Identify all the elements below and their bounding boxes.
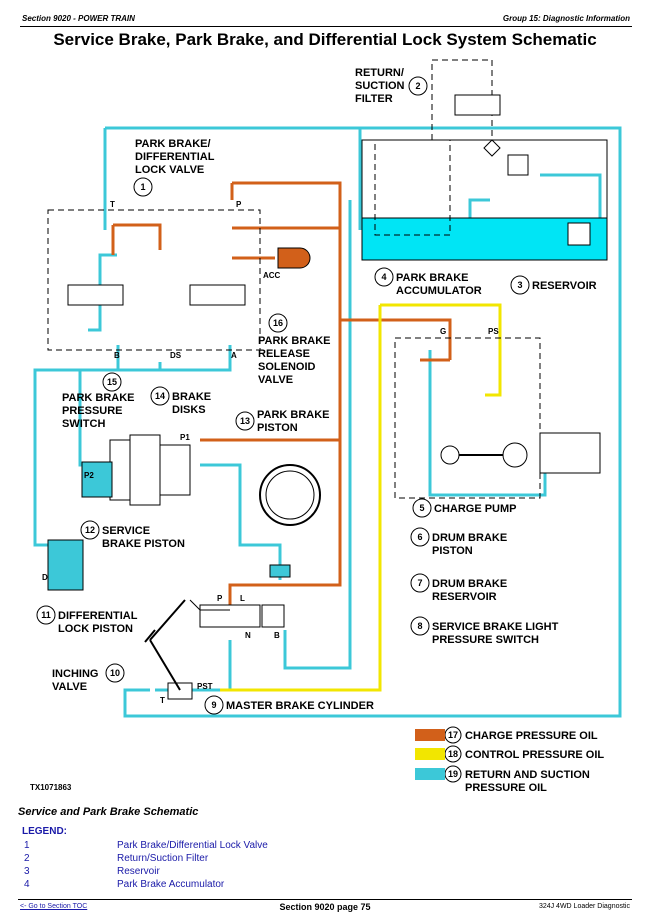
legend-num: 3 — [24, 866, 30, 877]
oil-18-label: CONTROL PRESSURE OIL — [465, 749, 604, 761]
callout-5-label: CHARGE PUMP — [434, 503, 517, 515]
port-ds: DS — [170, 351, 182, 360]
port-t: T — [110, 200, 115, 209]
footer-divider — [18, 899, 632, 900]
pump-symbol — [440, 445, 460, 465]
oil-17-num: 17 — [448, 730, 458, 740]
callout-3-num: 3 — [517, 280, 522, 290]
drum-piston-line — [200, 463, 282, 580]
callout-9-label: MASTER BRAKE CYLINDER — [226, 700, 374, 712]
port-acc: ACC — [263, 271, 281, 280]
port-inch-t: T — [160, 696, 165, 705]
legend-text: Return/Suction Filter — [117, 853, 209, 864]
legend-num: 2 — [24, 853, 30, 864]
callout-8-num: 8 — [417, 621, 422, 631]
return-line-outer — [105, 126, 622, 718]
legend-text: Park Brake/Differential Lock Valve — [117, 840, 268, 851]
port-d: D — [42, 573, 48, 582]
legend-num: 4 — [24, 879, 30, 890]
figure-id: TX1071863 — [30, 783, 72, 792]
oil-swatch-control — [415, 748, 445, 760]
control-line — [380, 303, 502, 397]
legend-row: 3 Reservoir — [22, 866, 622, 879]
port-p: P — [236, 200, 242, 209]
port-mc-n: N — [245, 631, 251, 640]
callout-16-num: 16 — [273, 318, 283, 328]
callout-10-num: 10 — [110, 668, 120, 678]
hydraulic-schematic: 1 2 3 4 5 6 7 8 9 10 11 12 13 14 15 16 1… — [30, 59, 622, 794]
port-inch-pst: PST — [197, 682, 213, 691]
callout-3-label: RESERVOIR — [532, 280, 597, 292]
port-mc-b: B — [274, 631, 280, 640]
header-section: Section 9020 - POWER TRAIN — [22, 14, 135, 23]
drum-brake-symbol — [259, 464, 321, 526]
filter-symbol — [483, 139, 501, 157]
return-line-cooler — [540, 173, 602, 230]
footer-page: Section 9020 page 75 — [279, 902, 371, 912]
oil-swatch-charge — [415, 729, 445, 741]
callout-13-num: 13 — [240, 416, 250, 426]
callout-9-num: 9 — [211, 700, 216, 710]
callout-6-num: 6 — [417, 532, 422, 542]
callout-2-num: 2 — [415, 81, 420, 91]
section-toc-link[interactable]: <- Go to Section TOC — [20, 903, 88, 910]
port-a: A — [231, 351, 237, 360]
callout-7-num: 7 — [417, 578, 422, 588]
port-ps: PS — [488, 327, 499, 336]
figure-caption: Service and Park Brake Schematic — [18, 806, 199, 818]
callout-12-num: 12 — [85, 525, 95, 535]
port-mc-p: P — [217, 594, 223, 603]
header-divider — [20, 26, 632, 27]
callout-14-num: 14 — [155, 391, 165, 401]
port-b: B — [114, 351, 120, 360]
oil-17-label: CHARGE PRESSURE OIL — [465, 730, 598, 742]
charge-pump-boundary — [394, 337, 541, 499]
reservoir-fill — [361, 217, 608, 261]
header-group: Group 15: Diagnostic Information — [502, 14, 630, 23]
page-title: Service Brake, Park Brake, and Different… — [53, 30, 597, 49]
port-mc-l: L — [240, 594, 245, 603]
oil-18-num: 18 — [448, 749, 458, 759]
callout-15-num: 15 — [107, 377, 117, 387]
oil-swatch-return — [415, 768, 445, 780]
oil-19-num: 19 — [448, 769, 458, 779]
legend-heading: LEGEND: — [22, 826, 67, 837]
legend-row: 2 Return/Suction Filter — [22, 853, 622, 866]
drum-return-line — [283, 200, 352, 670]
accumulator-symbol — [277, 247, 311, 269]
valve-1-boundary — [47, 209, 261, 351]
port-p2: P2 — [84, 471, 94, 480]
port-g: G — [440, 327, 446, 336]
legend-row: 1 Park Brake/Differential Lock Valve — [22, 840, 622, 853]
diff-lock-line — [33, 345, 120, 547]
pump-suction-line — [428, 350, 547, 497]
port-p1: P1 — [180, 433, 190, 442]
legend-text: Park Brake Accumulator — [117, 879, 225, 890]
legend-num: 1 — [24, 840, 30, 851]
callout-1-num: 1 — [140, 182, 145, 192]
callout-4-num: 4 — [381, 272, 386, 282]
callout-11-num: 11 — [41, 610, 51, 620]
footer-manual: 324J 4WD Loader Diagnostic — [538, 903, 630, 910]
callout-5-num: 5 — [419, 503, 424, 513]
legend-text: Reservoir — [117, 866, 160, 877]
legend-row: 4 Park Brake Accumulator — [22, 879, 622, 892]
